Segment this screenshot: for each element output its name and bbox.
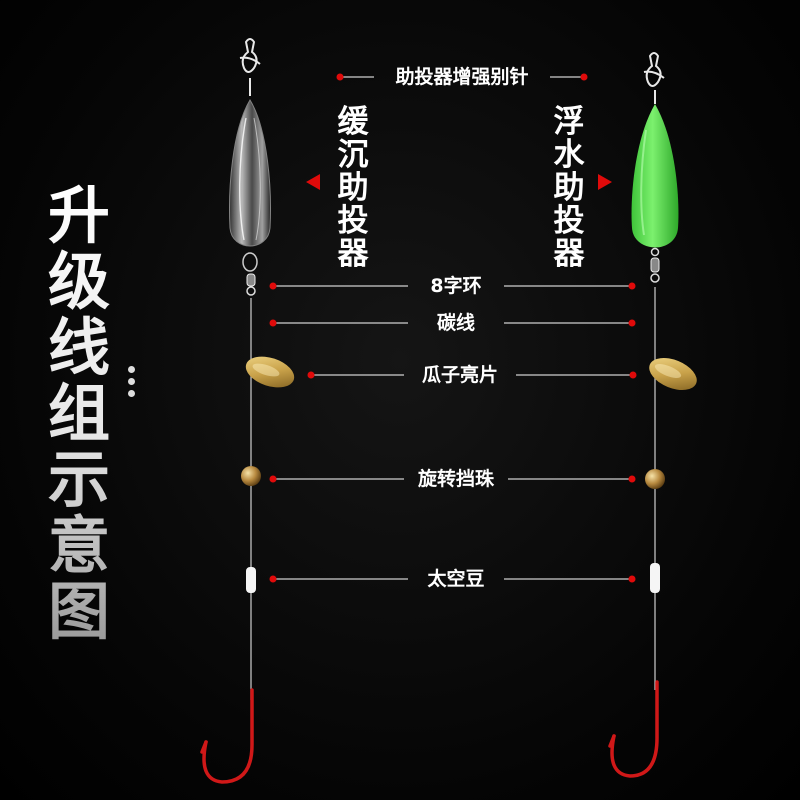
- pointer-spinner-blade: [307, 371, 637, 379]
- space-bean-icon: [650, 563, 660, 593]
- arrow-left-icon: [306, 174, 320, 190]
- page-title: 升级线组示意图: [44, 183, 114, 645]
- arrow-right-icon: [598, 174, 612, 190]
- figure8-ring-label: 8字环: [430, 275, 482, 297]
- snap-pin-icon: [239, 38, 261, 96]
- carbon-line-label: 碳线: [436, 312, 475, 334]
- pointer-carbon-line: [269, 319, 636, 327]
- swivel-icon: [650, 247, 660, 283]
- space-bean-icon: [246, 567, 256, 593]
- decorative-dots: [128, 366, 136, 402]
- pointer-reinforced-pin: [336, 73, 588, 81]
- swivel-icon: [246, 273, 256, 296]
- clear-float-icon: [229, 99, 271, 272]
- pointer-rotating-bead: [269, 475, 636, 483]
- rotating-bead-label: 旋转挡珠: [417, 468, 494, 490]
- hook-icon: [200, 688, 254, 784]
- bead-icon: [645, 469, 665, 489]
- spinner-blade-icon: [245, 356, 295, 388]
- bead-icon: [241, 466, 261, 486]
- pointer-space-bean: [269, 575, 636, 583]
- hook-icon: [608, 680, 659, 778]
- spinner-blade-label: 瓜子亮片: [421, 364, 498, 386]
- reinforced-pin-label: 助投器增强别针: [395, 66, 529, 88]
- green-float-icon: [631, 104, 679, 248]
- pointer-figure8-ring: [269, 282, 636, 290]
- spinner-blade-icon: [649, 357, 697, 391]
- slow-sink-float-label: 缓沉助投器: [337, 104, 369, 272]
- snap-pin-icon: [643, 52, 665, 104]
- space-bean-label: 太空豆: [427, 568, 485, 590]
- floating-float-label: 浮水助投器: [553, 104, 585, 272]
